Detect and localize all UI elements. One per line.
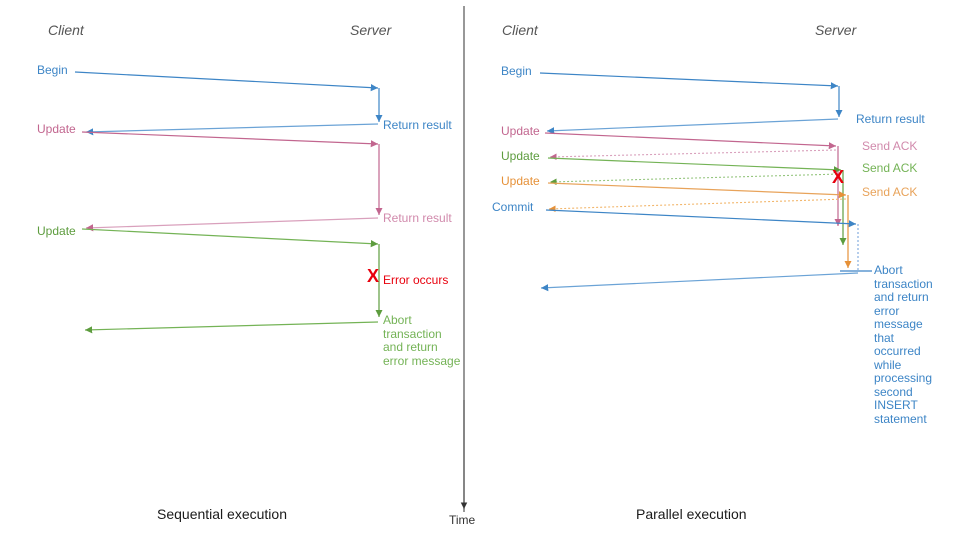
par-update2-request bbox=[547, 157, 847, 245]
par-server-label-send-ack-2: Send ACK bbox=[862, 161, 918, 175]
par-client-label-commit: Commit bbox=[492, 200, 534, 214]
par-abort-return bbox=[540, 272, 859, 292]
seq-error-x-icon: X bbox=[367, 266, 380, 286]
par-server-label-send-ack-3: Send ACK bbox=[862, 185, 918, 199]
par-header-client: Client bbox=[502, 22, 538, 38]
par-server-label-return-result: Return result bbox=[856, 112, 925, 126]
seq-client-label-update-1: Update bbox=[37, 122, 76, 136]
seq-begin-request bbox=[74, 71, 383, 122]
seq-header-client: Client bbox=[48, 22, 84, 38]
par-ack1-response bbox=[549, 149, 837, 161]
seq-abort-return bbox=[84, 321, 379, 334]
par-update3-request bbox=[547, 182, 852, 268]
seq-server-label-abort-message: Abort transaction and return error messa… bbox=[383, 313, 461, 368]
par-error-x-icon: X bbox=[832, 167, 845, 187]
seq-client-label-begin: Begin bbox=[37, 63, 68, 77]
seq-client-label-update-2: Update bbox=[37, 224, 76, 238]
par-header-server: Server bbox=[815, 22, 857, 38]
par-client-label-begin: Begin bbox=[501, 64, 532, 78]
seq-return-result-2 bbox=[85, 217, 379, 232]
seq-server-label-return-result-2: Return result bbox=[383, 211, 452, 225]
par-server-label-abort-message: Abort transaction and return error messa… bbox=[874, 263, 933, 426]
seq-caption: Sequential execution bbox=[157, 506, 287, 522]
seq-update1-request bbox=[81, 131, 383, 215]
par-client-label-update-2: Update bbox=[501, 149, 540, 163]
par-client-label-update-1: Update bbox=[501, 124, 540, 138]
par-caption: Parallel execution bbox=[636, 506, 747, 522]
seq-server-label-return-result-1: Return result bbox=[383, 118, 452, 132]
par-ack2-response bbox=[549, 173, 842, 186]
par-update1-request bbox=[544, 132, 842, 226]
par-server-label-send-ack-1: Send ACK bbox=[862, 139, 918, 153]
seq-server-label-error-occurs: Error occurs bbox=[383, 273, 449, 287]
par-return-result bbox=[546, 118, 839, 135]
time-axis-label: Time bbox=[449, 513, 476, 527]
par-commit-request bbox=[545, 209, 872, 272]
par-client-label-update-3: Update bbox=[501, 174, 540, 188]
par-begin-request bbox=[539, 72, 843, 117]
seq-return-result-1 bbox=[85, 123, 379, 136]
par-ack3-response bbox=[548, 198, 847, 213]
seq-update2-request bbox=[81, 228, 383, 317]
seq-header-server: Server bbox=[350, 22, 392, 38]
